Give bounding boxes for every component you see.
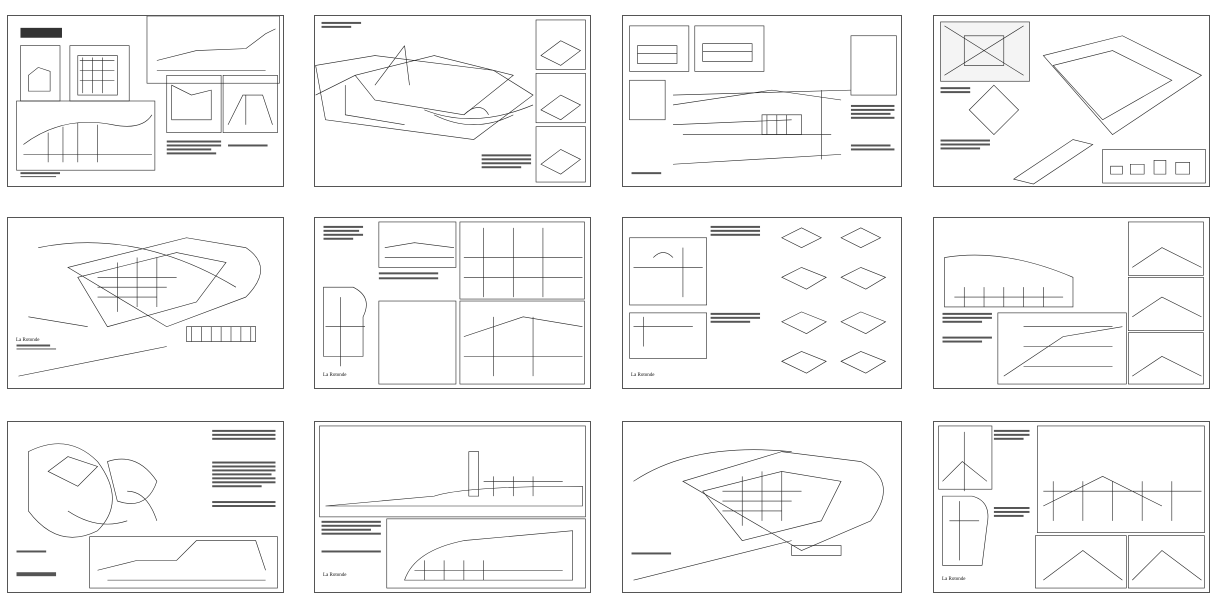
sheet-10[interactable]: La Rotonde xyxy=(314,421,591,593)
sheet-2[interactable] xyxy=(314,15,591,187)
sheet-1-drawing xyxy=(16,16,280,178)
sheet-6[interactable]: La Rotonde xyxy=(314,217,591,389)
sheet-9[interactable] xyxy=(7,421,284,593)
sheet-3[interactable] xyxy=(622,15,902,187)
sheet-11-drawing xyxy=(631,449,884,581)
sheet-12[interactable]: La Rotonde xyxy=(933,421,1210,593)
sheet-5-drawing xyxy=(16,237,261,377)
sheet-label: La Rotonde xyxy=(942,577,966,582)
sheet-2-drawing xyxy=(315,19,586,183)
sheet-12-drawing xyxy=(938,425,1205,589)
sheet-6-drawing xyxy=(323,221,585,385)
sheet-10-drawing xyxy=(319,425,586,589)
sheet-8[interactable] xyxy=(933,217,1210,389)
sheet-7[interactable]: La Rotonde xyxy=(622,217,902,389)
sheet-3-drawing xyxy=(629,25,897,175)
sheet-5[interactable]: La Rotonde xyxy=(7,217,284,389)
sheet-9-drawing xyxy=(16,429,278,589)
sheet-label: La Rotonde xyxy=(16,338,40,343)
sheet-7-drawing xyxy=(629,225,887,374)
sheet-1[interactable] xyxy=(7,15,284,187)
sheet-label: La Rotonde xyxy=(631,373,655,378)
sheet-label: La Rotonde xyxy=(323,573,347,578)
sheet-11[interactable] xyxy=(622,421,902,593)
sheet-4-drawing xyxy=(940,21,1206,185)
sheet-4[interactable] xyxy=(933,15,1210,187)
sheet-8-drawing xyxy=(942,221,1204,385)
sheet-label: La Rotonde xyxy=(323,373,347,378)
